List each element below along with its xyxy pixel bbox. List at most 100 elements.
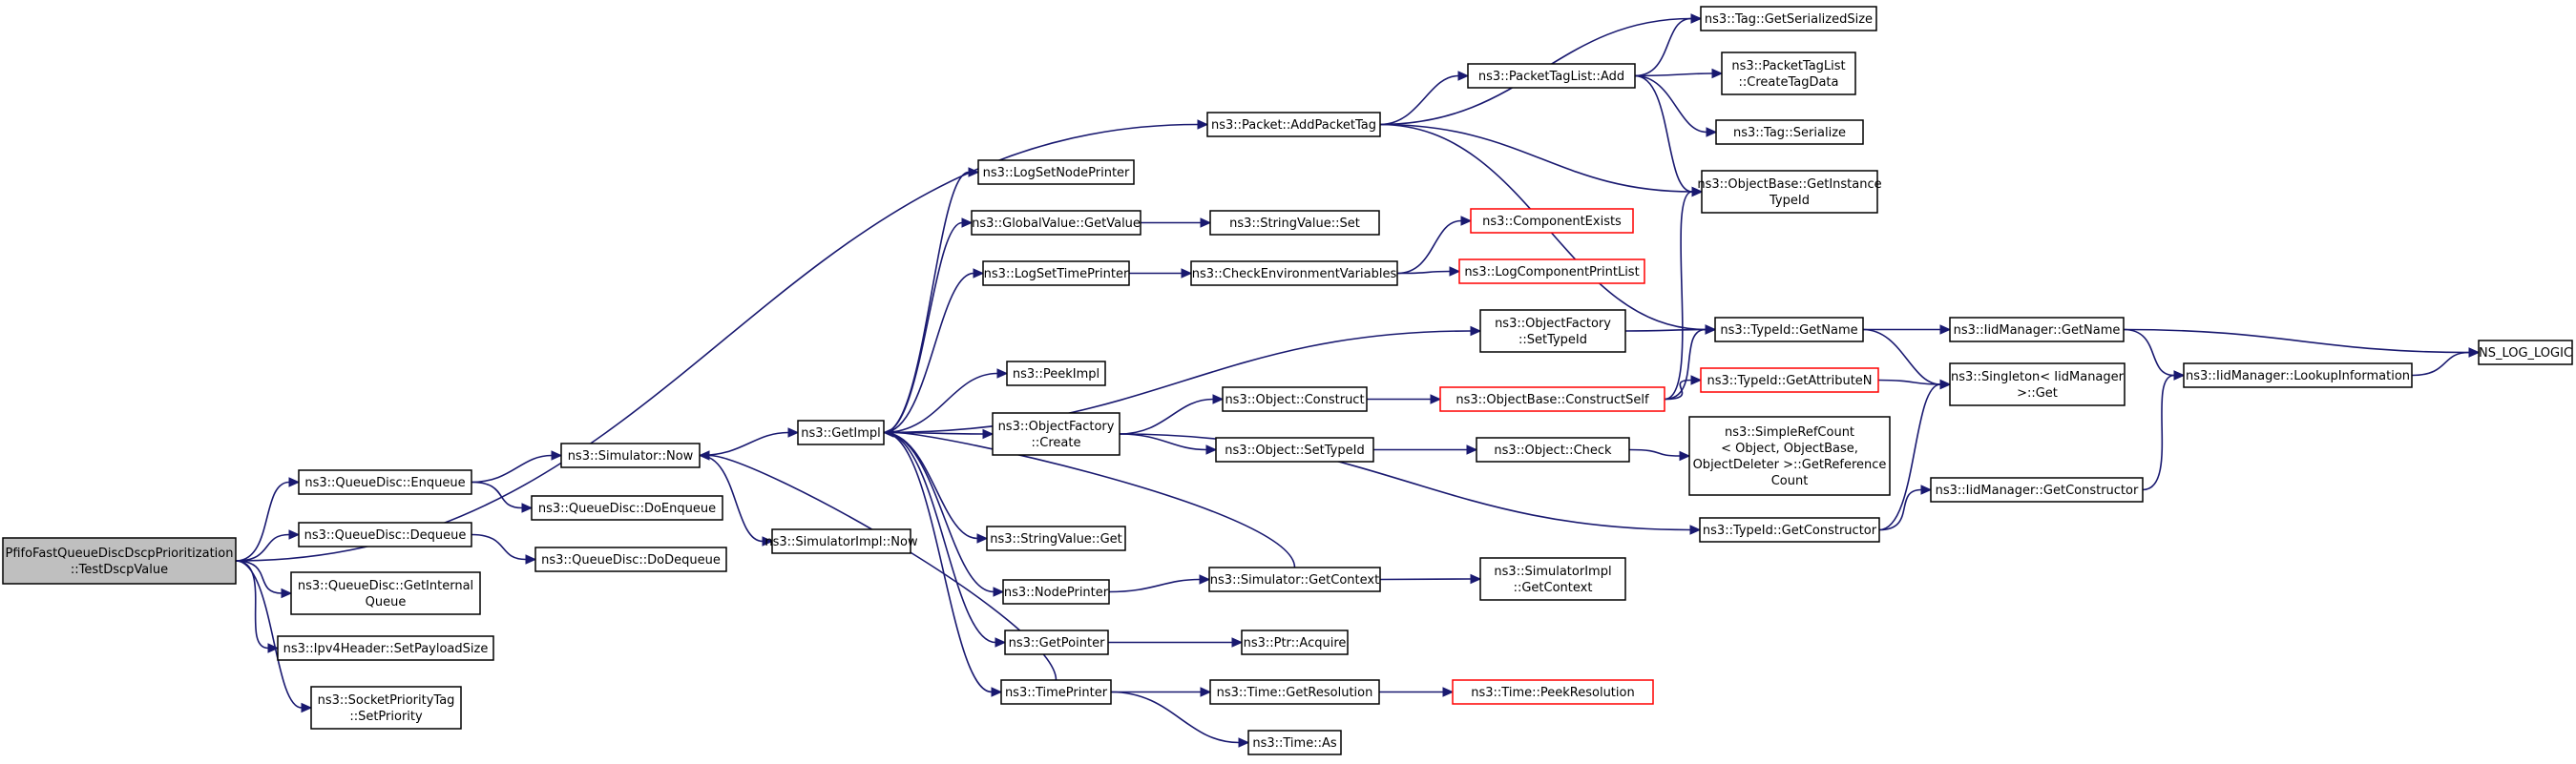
edge-getimpl-getpointer	[883, 431, 1007, 648]
edge-arrowhead	[1205, 444, 1218, 455]
edge-getimpl-globalget	[883, 217, 974, 434]
node-logtime[interactable]: ns3::LogSetTimePrinter	[982, 260, 1130, 286]
node-setpayload[interactable]: ns3::Ipv4Header::SetPayloadSize	[277, 635, 494, 661]
node-box	[982, 260, 1130, 286]
node-objsettypeid[interactable]: ns3::Object::SetTypeId	[1215, 437, 1374, 463]
node-label: ns3::IidManager::GetName	[1954, 323, 2121, 338]
edge-arrowhead	[1457, 71, 1470, 81]
node-nslog[interactable]: NS_LOG_LOGIC	[2478, 340, 2573, 365]
edge-iidgetname-nslog	[2123, 328, 2481, 358]
node-setpriority[interactable]: ns3::SocketPriorityTag::SetPriority	[310, 686, 462, 730]
node-dequeue[interactable]: ns3::QueueDisc::Dequeue	[298, 522, 472, 547]
node-box	[1000, 679, 1112, 705]
node-objfactcreate[interactable]: ns3::ObjectFactory::Create	[992, 412, 1120, 456]
node-taggetsersize[interactable]: ns3::Tag::GetSerializedSize	[1700, 6, 1877, 31]
node-simimplgetctx[interactable]: ns3::SimulatorImpl::GetContext	[1479, 557, 1626, 601]
node-objconstruct[interactable]: ns3::Object::Construct	[1222, 386, 1368, 412]
node-label: Count	[1771, 474, 1809, 488]
node-timeas[interactable]: ns3::Time::As	[1247, 730, 1342, 755]
edge-arrowhead	[1679, 450, 1691, 462]
node-simnow[interactable]: ns3::Simulator::Now	[560, 443, 701, 468]
node-stringget[interactable]: ns3::StringValue::Get	[986, 526, 1126, 551]
edge-getimpl-timeprinter	[883, 431, 1003, 697]
node-label: ns3::Tag::GetSerializedSize	[1705, 12, 1873, 27]
node-typeidgetname[interactable]: ns3::TypeId::GetName	[1714, 317, 1864, 342]
node-box	[310, 686, 462, 730]
node-globalget[interactable]: ns3::GlobalValue::GetValue	[971, 210, 1141, 236]
node-objfactsettypeid[interactable]: ns3::ObjectFactory::SetTypeId	[1479, 309, 1626, 353]
edge-line	[883, 431, 995, 593]
node-objcheck[interactable]: ns3::Object::Check	[1476, 437, 1630, 463]
edge-arrowhead	[993, 587, 1005, 597]
node-simgetctx[interactable]: ns3::Simulator::GetContext	[1208, 567, 1381, 592]
node-box	[1439, 386, 1665, 412]
node-tagserialize[interactable]: ns3::Tag::Serialize	[1715, 119, 1864, 145]
node-checkenv[interactable]: ns3::CheckEnvironmentVariables	[1190, 260, 1398, 286]
edge-arrowhead	[1231, 637, 1244, 648]
node-iidgetctor[interactable]: ns3::IidManager::GetConstructor	[1930, 477, 2144, 503]
node-doenqueue[interactable]: ns3::QueueDisc::DoEnqueue	[531, 495, 723, 521]
node-timegetres[interactable]: ns3::Time::GetResolution	[1209, 679, 1380, 705]
node-logcomplist[interactable]: ns3::LogComponentPrintList	[1458, 258, 1645, 284]
node-enqueue[interactable]: ns3::QueueDisc::Enqueue	[298, 469, 472, 495]
node-label: PfifoFastQueueDiscDscpPrioritization	[6, 547, 234, 561]
node-stringset[interactable]: ns3::StringValue::Set	[1209, 210, 1380, 236]
node-simimplnow[interactable]: ns3::SimulatorImpl::Now	[764, 528, 918, 554]
node-box	[1714, 317, 1864, 342]
edge-line	[235, 560, 303, 709]
node-packettaglistadd[interactable]: ns3::PacketTagList::Add	[1467, 63, 1636, 89]
edge-line	[1878, 488, 1922, 531]
node-label: ns3::PacketTagList	[1731, 59, 1845, 73]
node-root[interactable]: PfifoFastQueueDiscDscpPrioritization::Te…	[2, 537, 237, 585]
node-label: ns3::SimulatorImpl	[1494, 565, 1611, 579]
edge-arrowhead	[1470, 573, 1482, 585]
node-compexists[interactable]: ns3::ComponentExists	[1470, 208, 1634, 234]
edge-globalget-stringset	[1140, 217, 1212, 228]
edge-arrowhead	[996, 368, 1009, 379]
edge-arrowhead	[1466, 444, 1478, 455]
node-label: Queue	[366, 595, 407, 609]
node-label: ns3::QueueDisc::GetInternal	[298, 579, 473, 593]
node-iidgetname[interactable]: ns3::IidManager::GetName	[1949, 317, 2125, 342]
node-lognode[interactable]: ns3::LogSetNodePrinter	[977, 159, 1135, 185]
edge-enqueue-doenqueue	[471, 481, 534, 513]
node-box	[560, 443, 701, 468]
edge-addpackettag-packettaglistadd	[1379, 71, 1470, 126]
node-createtagdata[interactable]: ns3::PacketTagList::CreateTagData	[1721, 52, 1856, 95]
node-typeidgetctor[interactable]: ns3::TypeId::GetConstructor	[1699, 517, 1880, 543]
node-ptracquire[interactable]: ns3::Ptr::Acquire	[1241, 630, 1349, 655]
node-box	[986, 526, 1126, 551]
node-dodequeue[interactable]: ns3::QueueDisc::DoDequeue	[534, 547, 727, 572]
node-addpackettag[interactable]: ns3::Packet::AddPacketTag	[1206, 112, 1381, 137]
edge-timeprinter-timeas	[1110, 691, 1250, 748]
node-box	[2478, 340, 2573, 365]
node-typeidgetattr[interactable]: ns3::TypeId::GetAttributeN	[1700, 367, 1879, 393]
edge-arrowhead	[1200, 217, 1212, 228]
node-simplerefcount[interactable]: ns3::SimpleRefCount< Object, ObjectBase,…	[1688, 416, 1891, 496]
node-getimpl[interactable]: ns3::GetImpl	[797, 420, 885, 445]
node-label: ::Create	[1032, 436, 1081, 450]
edge-arrowhead	[762, 536, 774, 547]
node-timeprinter[interactable]: ns3::TimePrinter	[1000, 679, 1112, 705]
edge-simgetctx-simimplgetctx	[1379, 573, 1482, 585]
node-box	[1715, 119, 1864, 145]
node-objbaseconstructself[interactable]: ns3::ObjectBase::ConstructSelf	[1439, 386, 1665, 412]
node-timepeekres[interactable]: ns3::Time::PeekResolution	[1452, 679, 1654, 705]
edge-arrowhead	[787, 427, 800, 438]
edge-typeidgetctor-iidgetctor	[1878, 485, 1933, 531]
node-label: ns3::Simulator::Now	[568, 449, 694, 464]
edge-line	[1664, 379, 1692, 401]
node-iidlookup[interactable]: ns3::IidManager::LookupInformation	[2183, 362, 2413, 388]
node-getpointer[interactable]: ns3::GetPointer	[1004, 630, 1109, 655]
node-singletonget[interactable]: ns3::Singleton< IidManager >::Get	[1949, 362, 2126, 406]
edge-getimpl-logtime	[883, 268, 985, 434]
node-label: ns3::Object::Check	[1494, 444, 1612, 458]
node-box	[290, 571, 481, 615]
node-peekimpl[interactable]: ns3::PeekImpl	[1006, 361, 1106, 386]
node-nodeprinter[interactable]: ns3::NodePrinter	[1002, 579, 1110, 605]
edge-line	[1878, 383, 1941, 531]
edge-line	[1862, 328, 1941, 385]
edge-line	[883, 372, 998, 434]
